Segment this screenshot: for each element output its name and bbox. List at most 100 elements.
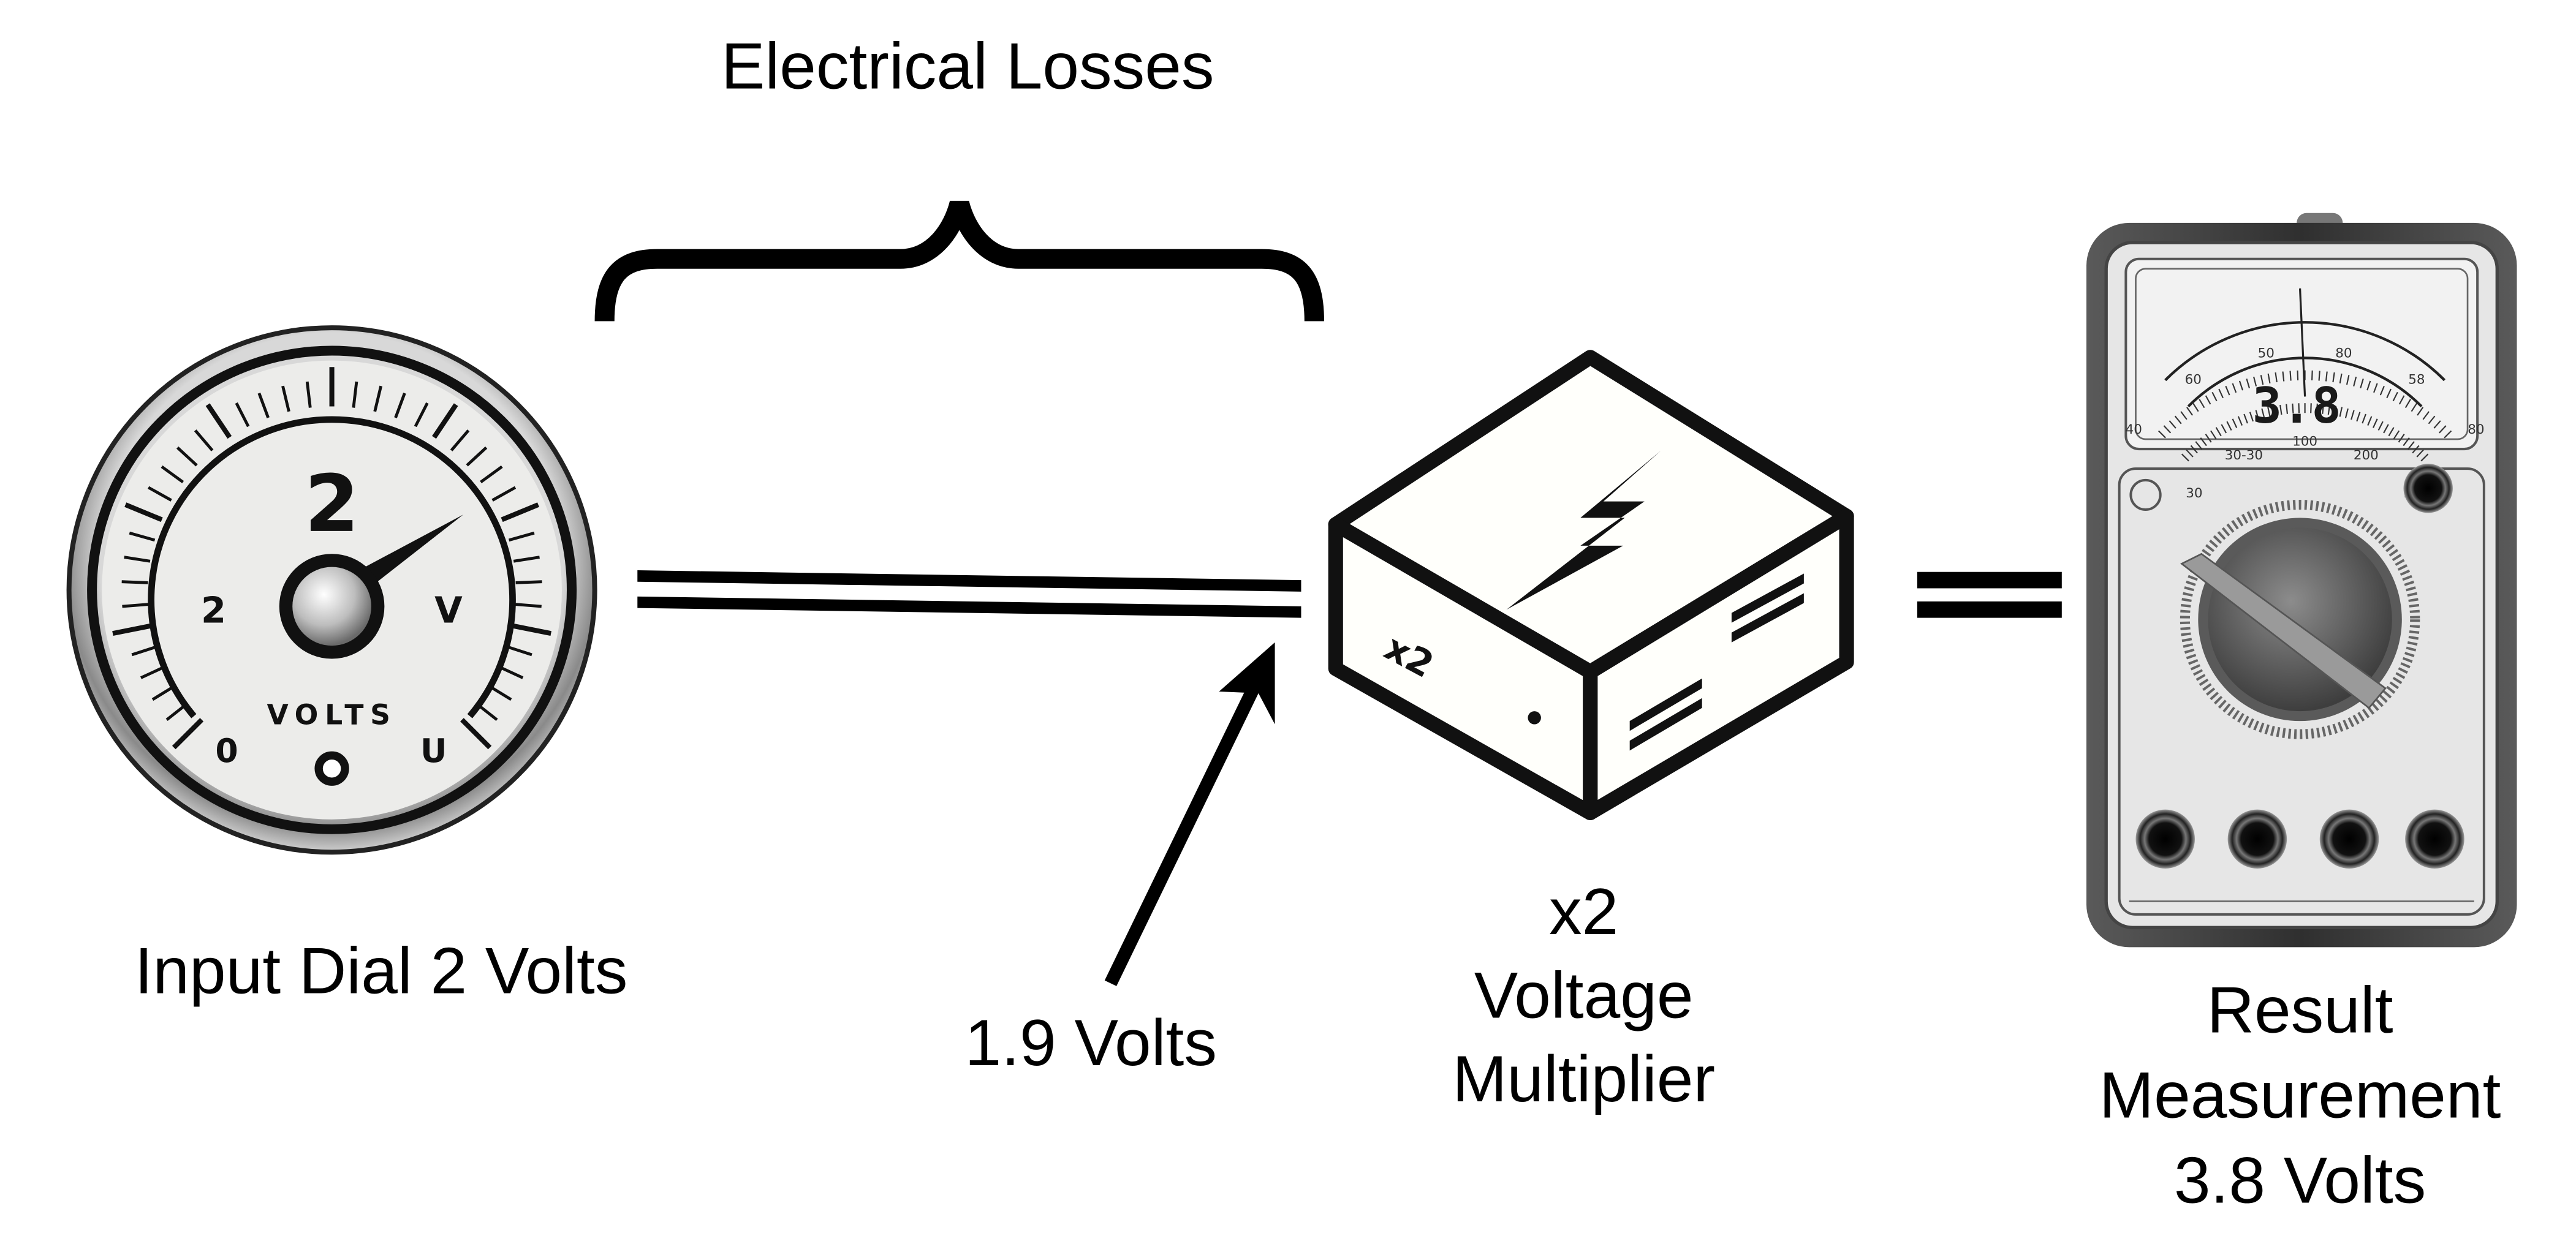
dial-tick — [506, 645, 532, 657]
meter-spiral-icon — [2129, 478, 2162, 511]
meter-tick — [2174, 415, 2182, 424]
meter-tick — [2360, 378, 2364, 388]
dial-tick — [491, 486, 517, 502]
dial-tick — [466, 446, 488, 467]
meter-display-window — [2124, 257, 2479, 451]
meter-tick — [2339, 373, 2343, 383]
meter-jack-top[interactable] — [2403, 464, 2453, 513]
meter-tick — [2195, 441, 2203, 450]
dial-bottom-right-label: U — [420, 731, 447, 770]
dial-tick — [129, 531, 156, 542]
meter-jack[interactable] — [2227, 809, 2287, 869]
meter-tick — [2246, 378, 2251, 388]
meter-tick — [2275, 372, 2278, 383]
meter-tick — [2327, 404, 2331, 415]
meter-tick — [2205, 434, 2212, 443]
dial-tick — [352, 381, 358, 408]
meter-tick — [2404, 399, 2411, 409]
meter-scale-label: 30-30 — [2225, 448, 2263, 463]
meter-tick — [2181, 453, 2189, 462]
multiplier-caption-line1: x2 — [1549, 875, 1618, 948]
meter-scale-label: 50 — [2258, 345, 2275, 361]
dial-tick — [512, 623, 551, 636]
meter-needle — [2298, 288, 2306, 397]
meter-tick — [2237, 416, 2243, 426]
meter-tick — [2377, 421, 2384, 431]
meter-tick — [2333, 405, 2337, 416]
meter-tick — [2210, 430, 2217, 440]
electrical-losses-title: Electrical Losses — [721, 29, 1214, 103]
meter-tick — [2356, 412, 2361, 422]
dial-tick — [161, 465, 184, 483]
meter-tick — [2339, 407, 2343, 417]
meter-tick — [2373, 383, 2378, 393]
meter-tick — [2253, 376, 2257, 387]
multiplier-caption-line3: Multiplier — [1452, 1042, 1715, 1115]
meter-tick — [2267, 407, 2271, 417]
meter-tick — [2157, 430, 2166, 439]
loss-arrow — [1104, 642, 1275, 986]
meter-tick — [2318, 371, 2320, 381]
dial-tick — [515, 603, 542, 608]
meter-tick — [2279, 404, 2282, 415]
dial-tick — [112, 623, 152, 636]
dial-tick — [140, 665, 165, 679]
meter-tick — [2215, 427, 2222, 437]
meter-jack[interactable] — [2135, 809, 2195, 869]
meter-tick — [2388, 427, 2395, 437]
dial-inner-arc — [148, 416, 516, 718]
meter-jack[interactable] — [2405, 809, 2464, 869]
dial-tick — [205, 403, 232, 439]
meter-tick — [2225, 385, 2230, 396]
arrow-head — [1219, 642, 1275, 725]
meter-scale-label: 200 — [2354, 448, 2379, 463]
meter-tick — [2353, 376, 2357, 387]
meter-tick — [2346, 375, 2350, 385]
meter-tick — [2255, 410, 2260, 420]
dial-tick — [176, 446, 198, 467]
meter-tick — [2439, 425, 2447, 434]
dial-right-label: V — [434, 589, 463, 632]
dial-tick — [480, 465, 503, 483]
dial-tick — [501, 502, 540, 522]
meter-jack[interactable] — [2319, 809, 2379, 869]
meter-tick — [2398, 395, 2405, 405]
meter-scale-label: 40 — [2126, 422, 2142, 437]
meter-tick — [2273, 405, 2277, 416]
dial-tick — [147, 486, 172, 502]
meter-tick — [2267, 373, 2271, 383]
meter-scale-arc-outer — [2164, 321, 2446, 382]
dial-tick — [121, 580, 148, 584]
meter-tick — [2416, 449, 2425, 458]
dial-unit-text: VOLTS — [267, 699, 396, 731]
dial-tick — [515, 580, 542, 584]
dial-tick — [460, 718, 492, 750]
meter-scale-label: 60 — [2185, 372, 2202, 388]
dial-tick — [124, 556, 151, 563]
result-caption-line1: Result — [2207, 973, 2393, 1047]
meter-tick — [2367, 416, 2373, 426]
meter-tick — [2199, 399, 2205, 409]
meter-input-jacks — [2135, 809, 2464, 869]
meter-tick — [2407, 441, 2415, 450]
input-dial-caption: Input Dial 2 Volts — [135, 933, 628, 1007]
meter-tick — [2186, 407, 2194, 416]
dial-bottom-left-label: 0 — [215, 731, 238, 770]
meter-tick — [2238, 380, 2244, 391]
dial-tick — [513, 556, 540, 563]
result-caption-line3: 3.8 Volts — [2174, 1144, 2426, 1217]
input-dial-gauge: 2 2 V VOLTS 0 U — [66, 325, 597, 855]
meter-tick — [2192, 402, 2199, 412]
meter-tick — [2332, 372, 2335, 383]
dial-tick — [508, 531, 535, 542]
meter-tick — [2232, 383, 2237, 393]
meter-scale-label: 80 — [2335, 345, 2352, 361]
dial-tick — [373, 385, 383, 412]
dial-left-label: 2 — [201, 589, 226, 632]
meter-tick — [2325, 371, 2328, 382]
dial-hub-knob — [292, 567, 371, 646]
dial-tick — [281, 385, 290, 412]
dial-tick — [498, 665, 524, 679]
meter-scale-arc-inner — [2187, 356, 2423, 408]
meter-tick — [2186, 449, 2194, 458]
